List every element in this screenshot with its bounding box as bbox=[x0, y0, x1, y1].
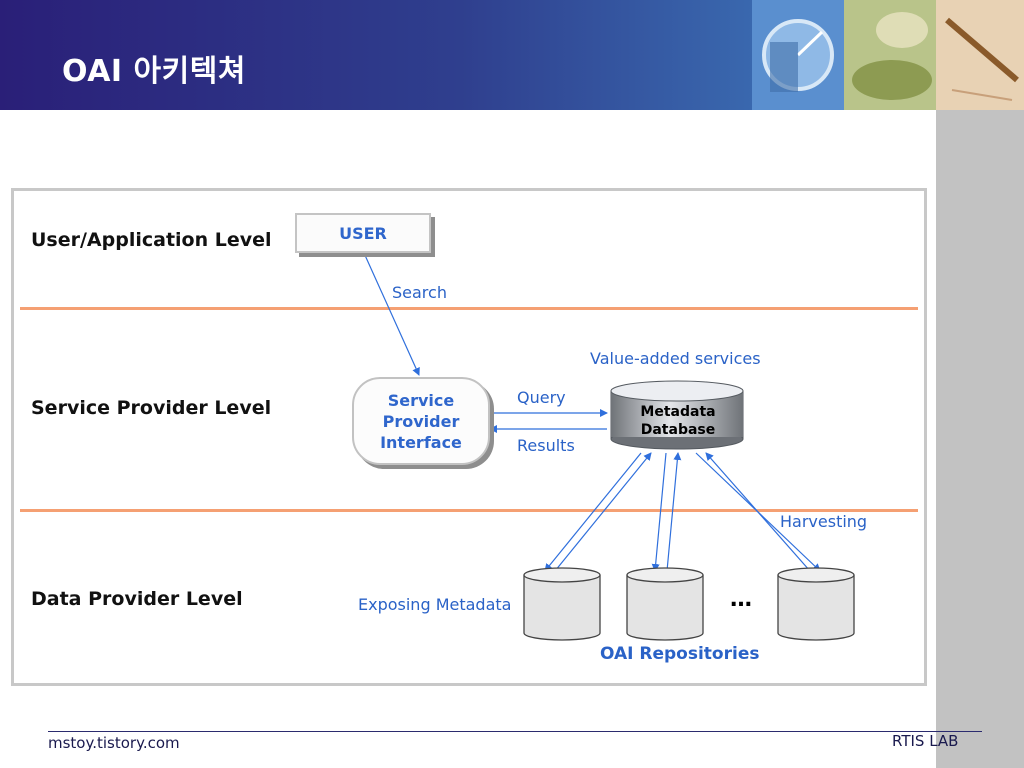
repository-cylinder-3 bbox=[777, 567, 855, 641]
divider-upper bbox=[20, 307, 918, 310]
expose-arrow-1 bbox=[554, 452, 652, 572]
title-bar: OAI 아키텍쳐 bbox=[0, 0, 1024, 110]
expose-arrow-2 bbox=[666, 452, 682, 572]
level-label-user: User/Application Level bbox=[31, 229, 272, 251]
architecture-diagram: User/Application Level Service Provider … bbox=[11, 188, 927, 686]
slide-title: OAI 아키텍쳐 bbox=[62, 54, 246, 89]
harvest-arrow-2 bbox=[651, 452, 667, 572]
query-label: Query bbox=[517, 388, 566, 407]
harvesting-label: Harvesting bbox=[780, 512, 868, 531]
harvest-arrow-1 bbox=[544, 452, 642, 572]
side-band bbox=[936, 110, 1024, 768]
footer-lab: RTIS LAB bbox=[892, 732, 959, 750]
level-label-service: Service Provider Level bbox=[31, 397, 272, 419]
footer-rule bbox=[48, 731, 982, 732]
divider-lower bbox=[20, 509, 918, 512]
oai-repositories-label: OAI Repositories bbox=[600, 644, 760, 664]
search-label: Search bbox=[392, 283, 447, 302]
footer-site: mstoy.tistory.com bbox=[48, 734, 180, 752]
metadata-database-cylinder bbox=[610, 380, 744, 450]
metadata-database-label: Metadata Database bbox=[640, 404, 716, 438]
header-photo-collage bbox=[752, 0, 1024, 110]
diagram-shapes bbox=[357, 244, 855, 641]
exposing-metadata-label: Exposing Metadata bbox=[358, 595, 512, 614]
value-added-services-label: Value-added services bbox=[590, 349, 761, 368]
repository-cylinder-2 bbox=[626, 567, 704, 641]
search-arrow bbox=[357, 244, 420, 376]
service-provider-interface-box: Service Provider Interface bbox=[352, 377, 490, 465]
expose-arrow-3 bbox=[705, 452, 811, 572]
repository-cylinder-1 bbox=[523, 567, 601, 641]
results-label: Results bbox=[517, 436, 575, 455]
level-label-data: Data Provider Level bbox=[31, 588, 243, 610]
more-repositories-ellipsis: … bbox=[730, 587, 752, 612]
user-box: USER bbox=[295, 213, 431, 253]
